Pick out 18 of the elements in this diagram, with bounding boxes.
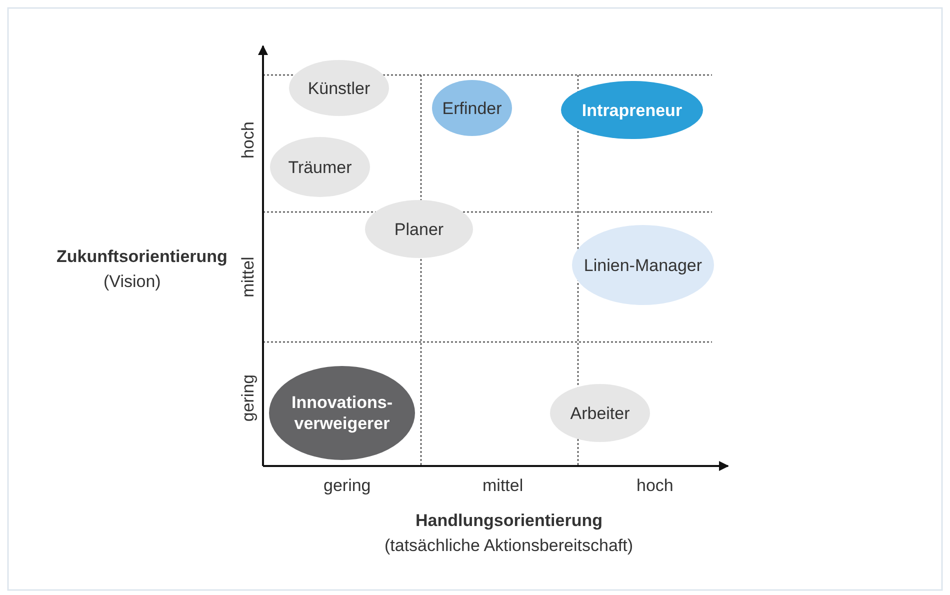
axis-tick-label: mittel (482, 476, 524, 496)
axis-subtitle: (Vision) (104, 272, 161, 292)
axis-tick-label: gering (324, 476, 371, 496)
category-ellipse: Arbeiter (550, 384, 650, 442)
category-ellipse: Planer (365, 200, 473, 258)
axis-tick-label: mittel (238, 256, 258, 298)
category-ellipse: Linien-Manager (572, 225, 714, 305)
axis-title: Handlungsorientierung (416, 511, 602, 531)
axis-tick-label: gering (238, 374, 258, 422)
category-ellipse: Träumer (270, 137, 370, 197)
category-ellipse: Intrapreneur (561, 81, 703, 139)
category-ellipse: Künstler (289, 60, 389, 116)
axis-tick-label: hoch (238, 122, 258, 158)
axis-title: Zukunftsorientierung (56, 247, 228, 267)
axis-subtitle: (tatsächliche Aktionsbereitschaft) (384, 536, 634, 556)
category-ellipse: Innovations-verweigerer (269, 366, 415, 460)
category-ellipse: Erfinder (432, 80, 512, 136)
axis-tick-label: hoch (636, 476, 674, 496)
